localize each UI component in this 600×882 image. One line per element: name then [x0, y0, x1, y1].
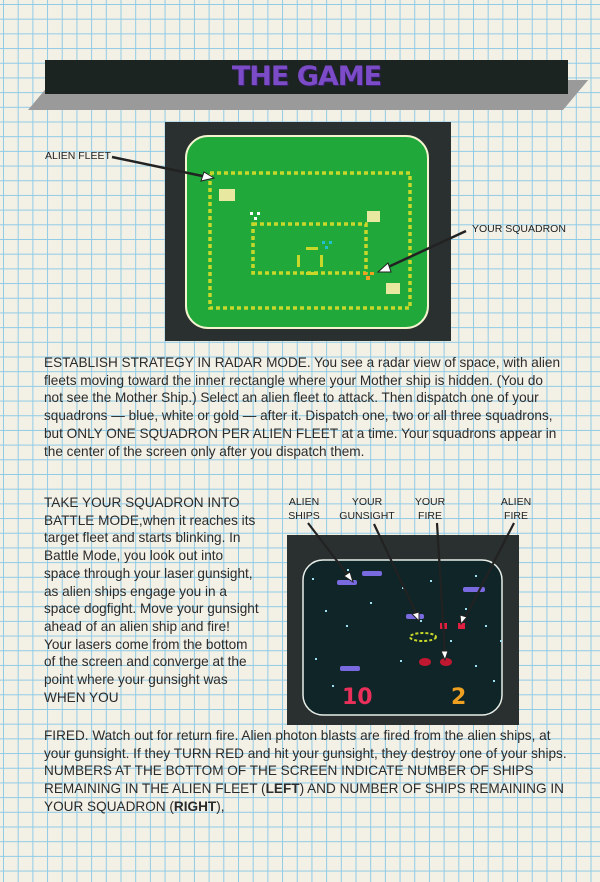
arrow-your-squadron	[385, 229, 467, 270]
arrow-alien-fleet	[111, 155, 208, 179]
label-your-fire: YOUR FIRE	[414, 496, 446, 522]
alien-fleet-icon	[219, 189, 235, 201]
paragraph-battle-mode: TAKE YOUR SQUADRON INTO BATTLE MODE,when…	[44, 495, 259, 705]
label-alien-fire: ALIEN FIRE	[500, 496, 532, 522]
callout-arrows	[307, 522, 515, 655]
label-alien-ships: ALIEN SHIPS	[288, 496, 320, 522]
title-banner: THE GAME	[45, 60, 568, 94]
squadron-count: 2	[451, 685, 466, 710]
alien-fleet-icon	[367, 211, 380, 222]
alien-fleet-count: 10	[342, 685, 373, 710]
paragraph-radar-mode: ESTABLISH STRATEGY IN RADAR MODE. You se…	[44, 355, 561, 459]
stars	[312, 569, 502, 687]
label-alien-fleet: ALIEN FLEET	[45, 150, 111, 162]
alien-fleet-icon	[386, 283, 400, 294]
label-your-gunsight: YOUR GUNSIGHT	[339, 496, 395, 522]
page-title: THE GAME	[231, 61, 382, 92]
blue-squadron-icon	[322, 241, 332, 249]
radar-mode-screen	[111, 122, 467, 341]
your-fire-icon	[419, 658, 452, 666]
gold-squadron-icon	[363, 272, 374, 280]
gunsight-icon	[409, 632, 437, 642]
battle-mode-screen: 10 2	[287, 522, 519, 725]
paragraph-return-fire: FIRED. Watch out for return fire. Alien …	[44, 728, 567, 814]
label-your-squadron: YOUR SQUADRON	[472, 223, 566, 235]
white-squadron-icon	[250, 212, 260, 220]
